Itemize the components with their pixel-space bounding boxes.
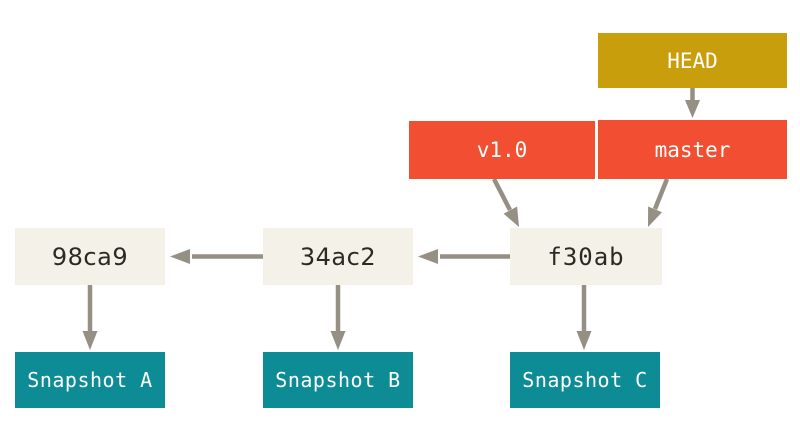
arrow-34ac2-to-snapshot-b: [330, 285, 346, 350]
arrow-shaft: [492, 177, 512, 212]
arrow-tip: [418, 249, 438, 264]
node-snapshot-c-label: Snapshot C: [522, 368, 648, 392]
arrow-tip: [330, 331, 346, 350]
node-branch-master: master: [598, 120, 787, 179]
arrow-v1-to-f30ab: [492, 177, 519, 227]
node-tag-v1.0: v1.0: [409, 121, 595, 179]
node-head-pointer: HEAD: [598, 33, 787, 88]
node-commit-f30ab-label: f30ab: [547, 242, 625, 271]
arrow-f30ab-to-34ac2: [418, 249, 510, 264]
node-commit-34ac2-label: 34ac2: [299, 242, 377, 271]
node-snapshot-a: Snapshot A: [15, 352, 165, 408]
arrow-shaft: [652, 178, 670, 210]
node-snapshot-c: Snapshot C: [510, 352, 660, 408]
node-tag-v1.0-label: v1.0: [476, 138, 528, 162]
arrow-tip: [503, 206, 519, 227]
node-head-label: HEAD: [667, 48, 718, 73]
arrow-tip: [685, 100, 700, 118]
node-branch-master-label: master: [654, 137, 731, 162]
arrow-f30ab-to-snapshot-c: [576, 285, 592, 350]
arrow-34ac2-to-98ca9: [170, 249, 263, 264]
arrow-master-to-f30ab: [648, 178, 670, 227]
node-snapshot-b: Snapshot B: [263, 352, 413, 408]
node-commit-34ac2: 34ac2: [263, 228, 413, 285]
arrow-tip: [82, 331, 98, 350]
arrow-tip: [576, 331, 592, 350]
node-commit-98ca9: 98ca9: [15, 228, 165, 285]
arrow-tip: [648, 206, 662, 227]
arrow-tip: [170, 249, 190, 264]
arrow-head-to-master: [685, 88, 700, 118]
node-snapshot-a-label: Snapshot A: [27, 368, 153, 392]
node-commit-98ca9-label: 98ca9: [51, 242, 129, 271]
node-snapshot-b-label: Snapshot B: [275, 368, 401, 392]
arrow-98ca9-to-snapshot-a: [82, 285, 98, 350]
node-commit-f30ab: f30ab: [510, 228, 662, 285]
